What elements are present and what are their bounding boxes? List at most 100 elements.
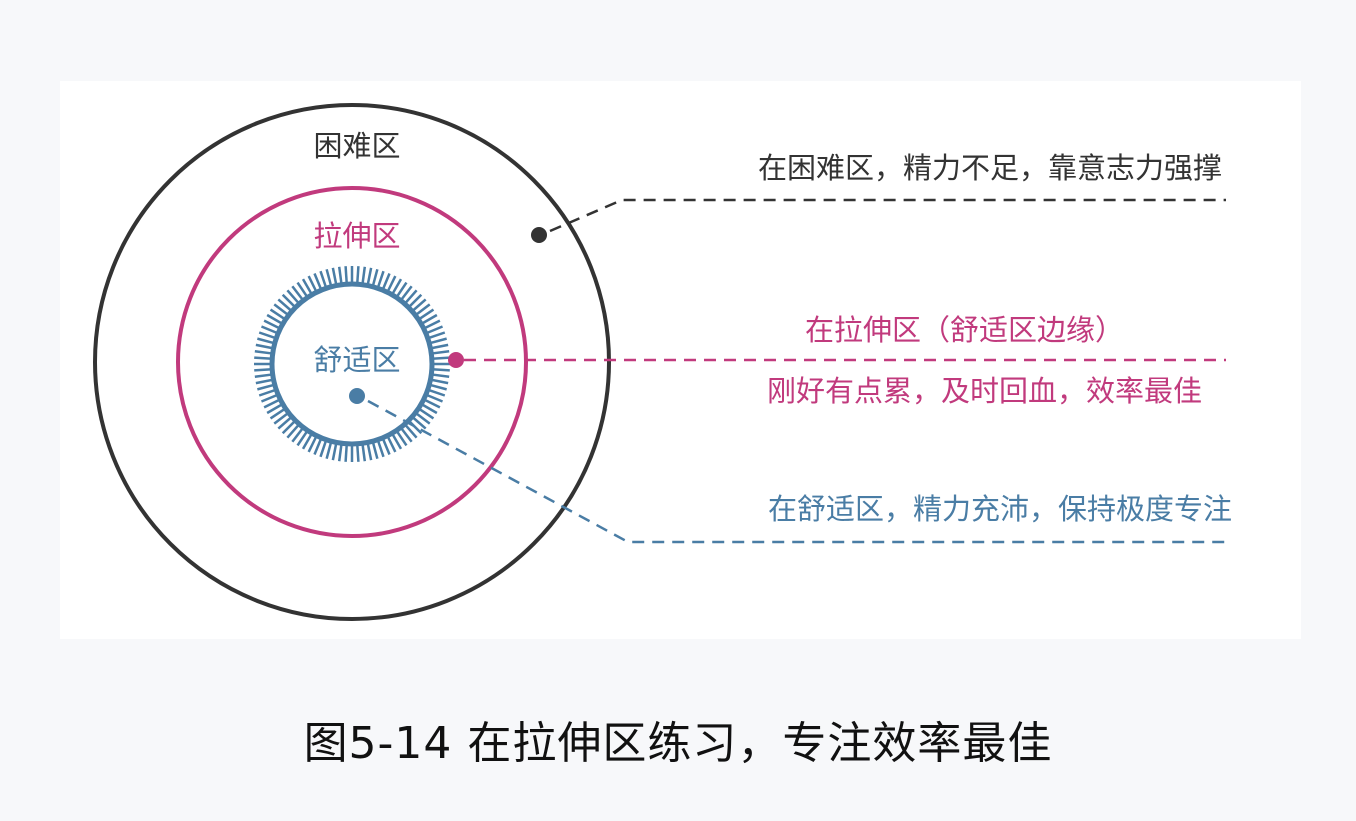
comfort-zone-tick <box>263 398 281 409</box>
stretch-zone-marker <box>448 352 464 368</box>
zone-diagram: 困难区 拉伸区 舒适区 在困难区，精力不足，靠意志力强撑 在拉伸区（舒适区边缘）… <box>93 103 1232 621</box>
comfort-zone-tick <box>331 267 338 286</box>
comfort-zone-tick <box>420 402 438 415</box>
comfort-zone-tick <box>431 367 450 372</box>
comfort-zone-tick <box>431 349 450 355</box>
comfort-zone-tick <box>427 331 446 340</box>
comfort-zone-tick <box>254 349 273 355</box>
comfort-zone-tick <box>273 411 290 425</box>
comfort-zone-tick <box>286 289 301 305</box>
comfort-zone-tick <box>376 439 385 458</box>
comfort-zone-tick <box>281 293 297 309</box>
comfort-zone-tick <box>254 367 273 372</box>
comfort-zone-tick <box>273 303 290 317</box>
comfort-zone-tick <box>307 435 318 453</box>
comfort-zone-tick <box>395 429 408 447</box>
comfort-zone-tick <box>257 337 276 345</box>
comfort-zone-tick <box>325 269 333 288</box>
comfort-zone-tick <box>428 337 447 345</box>
comfort-zone-tick <box>411 415 427 430</box>
comfort-zone-tick <box>414 303 431 317</box>
comfort-zone-tick <box>407 419 423 435</box>
comfort-zone-tick <box>425 325 444 335</box>
comfort-zone-tick <box>281 419 297 435</box>
comfort-zone-tick <box>414 411 431 425</box>
comfort-zone-tick <box>286 423 301 439</box>
comfort-zone-tick <box>277 298 293 313</box>
comfort-zone-tick <box>313 437 323 456</box>
figure-caption: 图5-14 在拉伸区练习，专注效率最佳 <box>303 718 1053 769</box>
stretch-zone-note-line1: 在拉伸区（舒适区边缘） <box>805 313 1124 347</box>
comfort-zone-tick <box>430 378 449 385</box>
comfort-zone-tick <box>399 285 413 302</box>
comfort-zone-tick <box>361 266 367 285</box>
comfort-zone-tick <box>344 266 349 285</box>
comfort-zone-tick <box>395 281 408 299</box>
comfort-zone-tick <box>291 426 305 443</box>
diagram-panel: 困难区 拉伸区 舒适区 在困难区，精力不足，靠意志力强撑 在拉伸区（舒适区边缘）… <box>60 81 1301 639</box>
comfort-zone-tick <box>313 272 323 291</box>
comfort-zone-tick <box>254 373 273 379</box>
stretch-zone-label: 拉伸区 <box>313 219 400 253</box>
comfort-zone-tick <box>319 439 328 458</box>
comfort-zone-tick <box>258 331 277 340</box>
comfort-zone-tick <box>254 356 273 361</box>
comfort-zone-tick <box>269 308 287 321</box>
comfort-zone-tick <box>430 343 449 350</box>
comfort-zone-tick <box>260 325 279 335</box>
comfort-zone-tick <box>266 402 284 415</box>
comfort-zone-tick <box>366 267 373 286</box>
comfort-zone-tick <box>427 388 446 397</box>
comfort-zone-tick <box>269 407 287 420</box>
comfort-zone-tick <box>371 269 379 288</box>
comfort-zone-tick <box>431 373 450 379</box>
comfort-zone-tick <box>423 319 441 330</box>
comfort-zone-tick <box>417 407 435 420</box>
comfort-zone-tick <box>390 432 403 450</box>
comfort-zone-tick <box>431 356 450 361</box>
comfort-zone-tick <box>301 432 314 450</box>
comfort-zone-tick <box>296 429 309 447</box>
hard-zone-note: 在困难区，精力不足，靠意志力强撑 <box>758 151 1222 185</box>
comfort-zone-circle <box>269 281 435 447</box>
comfort-zone-tick <box>296 281 309 299</box>
comfort-zone-tick <box>411 298 427 313</box>
comfort-zone-tick <box>403 289 418 305</box>
comfort-zone-tick <box>337 443 343 462</box>
comfort-zone-tick <box>361 443 367 462</box>
hard-zone-label: 困难区 <box>313 129 400 163</box>
comfort-zone-tick <box>428 383 447 391</box>
comfort-zone-tick <box>386 275 397 293</box>
hard-zone-leader-line <box>549 198 1226 233</box>
comfort-zone-note: 在舒适区，精力充沛，保持极度专注 <box>768 492 1232 526</box>
comfort-zone-tick <box>255 378 274 385</box>
stretch-zone-note-line2: 刚好有点累，及时回血，效率最佳 <box>767 374 1202 408</box>
comfort-zone-tick <box>258 388 277 397</box>
comfort-zone-tick <box>366 442 373 461</box>
stretch-zone-circle <box>176 186 528 538</box>
hard-zone-circle <box>93 103 611 621</box>
comfort-zone-tick <box>277 415 293 430</box>
comfort-zone-marker <box>349 388 365 404</box>
comfort-zone-tick <box>355 443 360 462</box>
comfort-zone-tick <box>301 278 314 296</box>
comfort-zone-tick <box>376 270 385 289</box>
comfort-zone-tick <box>371 440 379 459</box>
comfort-zone-tick <box>255 343 274 350</box>
comfort-zone-tick <box>355 266 360 285</box>
comfort-zone-tick <box>325 440 333 459</box>
comfort-zone-tick <box>291 285 305 302</box>
comfort-zone-tick <box>331 442 338 461</box>
comfort-zone-tick <box>381 272 391 291</box>
comfort-zone-label: 舒适区 <box>313 343 400 377</box>
comfort-zone-tick-ring <box>254 266 450 462</box>
comfort-zone-tick <box>423 398 441 409</box>
comfort-zone-tick <box>390 278 403 296</box>
comfort-zone-tick <box>420 313 438 326</box>
comfort-zone-tick <box>417 308 435 321</box>
comfort-zone-tick <box>266 313 284 326</box>
comfort-zone-tick <box>403 423 418 439</box>
hard-zone-marker <box>531 227 547 243</box>
comfort-zone-tick <box>307 275 318 293</box>
comfort-zone-tick <box>425 393 444 403</box>
